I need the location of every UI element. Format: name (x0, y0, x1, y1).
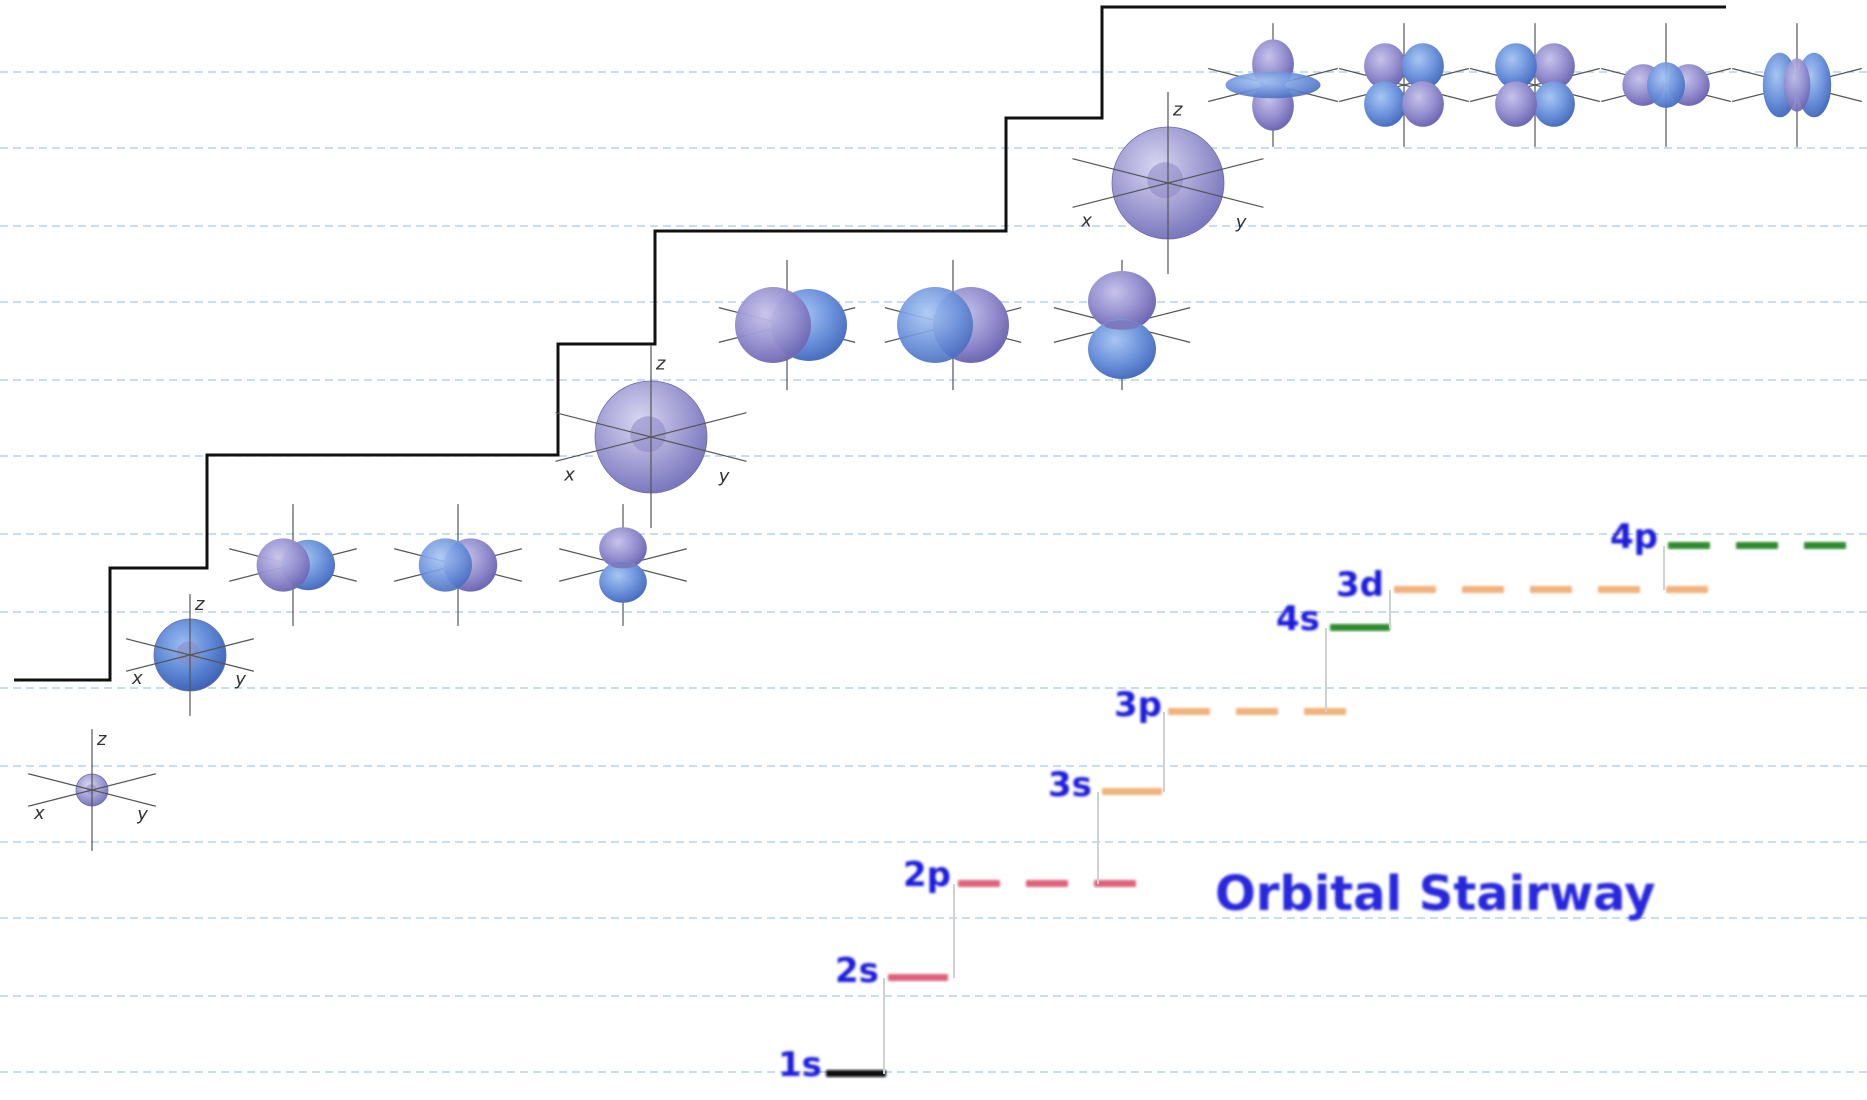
orbital-dxy (1601, 23, 1731, 147)
z-axis-label: z (1172, 99, 1183, 120)
y-axis-label: y (718, 466, 730, 487)
orbital-s: z x y (555, 345, 747, 529)
orbital-slot (1736, 542, 1778, 549)
orbital-slot (888, 974, 948, 981)
orbital-slot (1668, 542, 1710, 549)
energy-level-3p: 3p (1114, 628, 1346, 725)
x-axis-label: x (33, 803, 45, 824)
level-label: 4s (1276, 599, 1320, 639)
x-axis-label: x (563, 464, 575, 485)
level-label: 4p (1610, 517, 1658, 557)
z-axis-label: z (655, 353, 666, 374)
orbital-shapes: z x y z x y z x y z x y (28, 23, 1862, 851)
energy-level-1s: 1s (778, 978, 886, 1085)
energy-level-stairway: 1s 2s 2p 3s 3p 4s 3d 4p (778, 517, 1846, 1085)
orbital-pz (559, 504, 687, 626)
orbital-slot (1804, 542, 1846, 549)
diagram-title: Orbital Stairway (1215, 866, 1655, 922)
orbital-px (229, 504, 357, 626)
orbital-slot (958, 880, 1000, 887)
z-axis-label: z (96, 729, 107, 750)
orbital-slot (826, 1070, 886, 1077)
orbital-slot (1026, 880, 1068, 887)
orbital-s: z x y (28, 729, 156, 851)
orbital-staircase-outline (14, 5, 1726, 682)
y-axis-label: y (136, 804, 148, 825)
x-axis-label: x (1080, 210, 1092, 231)
y-axis-label: y (234, 669, 246, 690)
orbital-px (718, 259, 856, 391)
orbital-slot (1330, 624, 1390, 631)
orbital-slot (1598, 586, 1640, 593)
orbital-dxz (1339, 23, 1469, 147)
orbital-slot (1168, 708, 1210, 715)
orbital-dz2 (1208, 23, 1338, 147)
orbital-slot (1094, 880, 1136, 887)
orbital-s: z x y (1072, 91, 1264, 275)
orbital-s: z x y (126, 594, 254, 716)
orbital-pz (1053, 259, 1191, 391)
orbital-dyz (1470, 23, 1600, 147)
energy-level-3d: 3d (1336, 546, 1708, 605)
energy-level-2p: 2p (903, 792, 1136, 895)
energy-level-2s: 2s (835, 884, 955, 991)
orbital-slot (1394, 586, 1436, 593)
orbital-py (884, 259, 1022, 391)
level-label: 2p (903, 855, 951, 895)
orbital-slot (1236, 708, 1278, 715)
orbital-slot (1530, 586, 1572, 593)
level-label: 3s (1048, 765, 1092, 805)
energy-level-3s: 3s (1048, 712, 1165, 805)
orbital-dx2y2 (1732, 23, 1862, 147)
z-axis-label: z (194, 594, 205, 615)
y-axis-label: y (1235, 212, 1247, 233)
orbital-slot (1666, 586, 1708, 593)
orbital-slot (1462, 586, 1504, 593)
level-label: 1s (778, 1045, 822, 1085)
level-label: 3d (1336, 565, 1384, 605)
energy-level-4p: 4p (1610, 517, 1846, 557)
energy-level-4s: 4s (1276, 590, 1391, 639)
level-label: 2s (835, 951, 879, 991)
level-label: 3p (1114, 685, 1162, 725)
orbital-py (394, 504, 522, 626)
orbital-slot (1102, 788, 1162, 795)
x-axis-label: x (131, 668, 143, 689)
